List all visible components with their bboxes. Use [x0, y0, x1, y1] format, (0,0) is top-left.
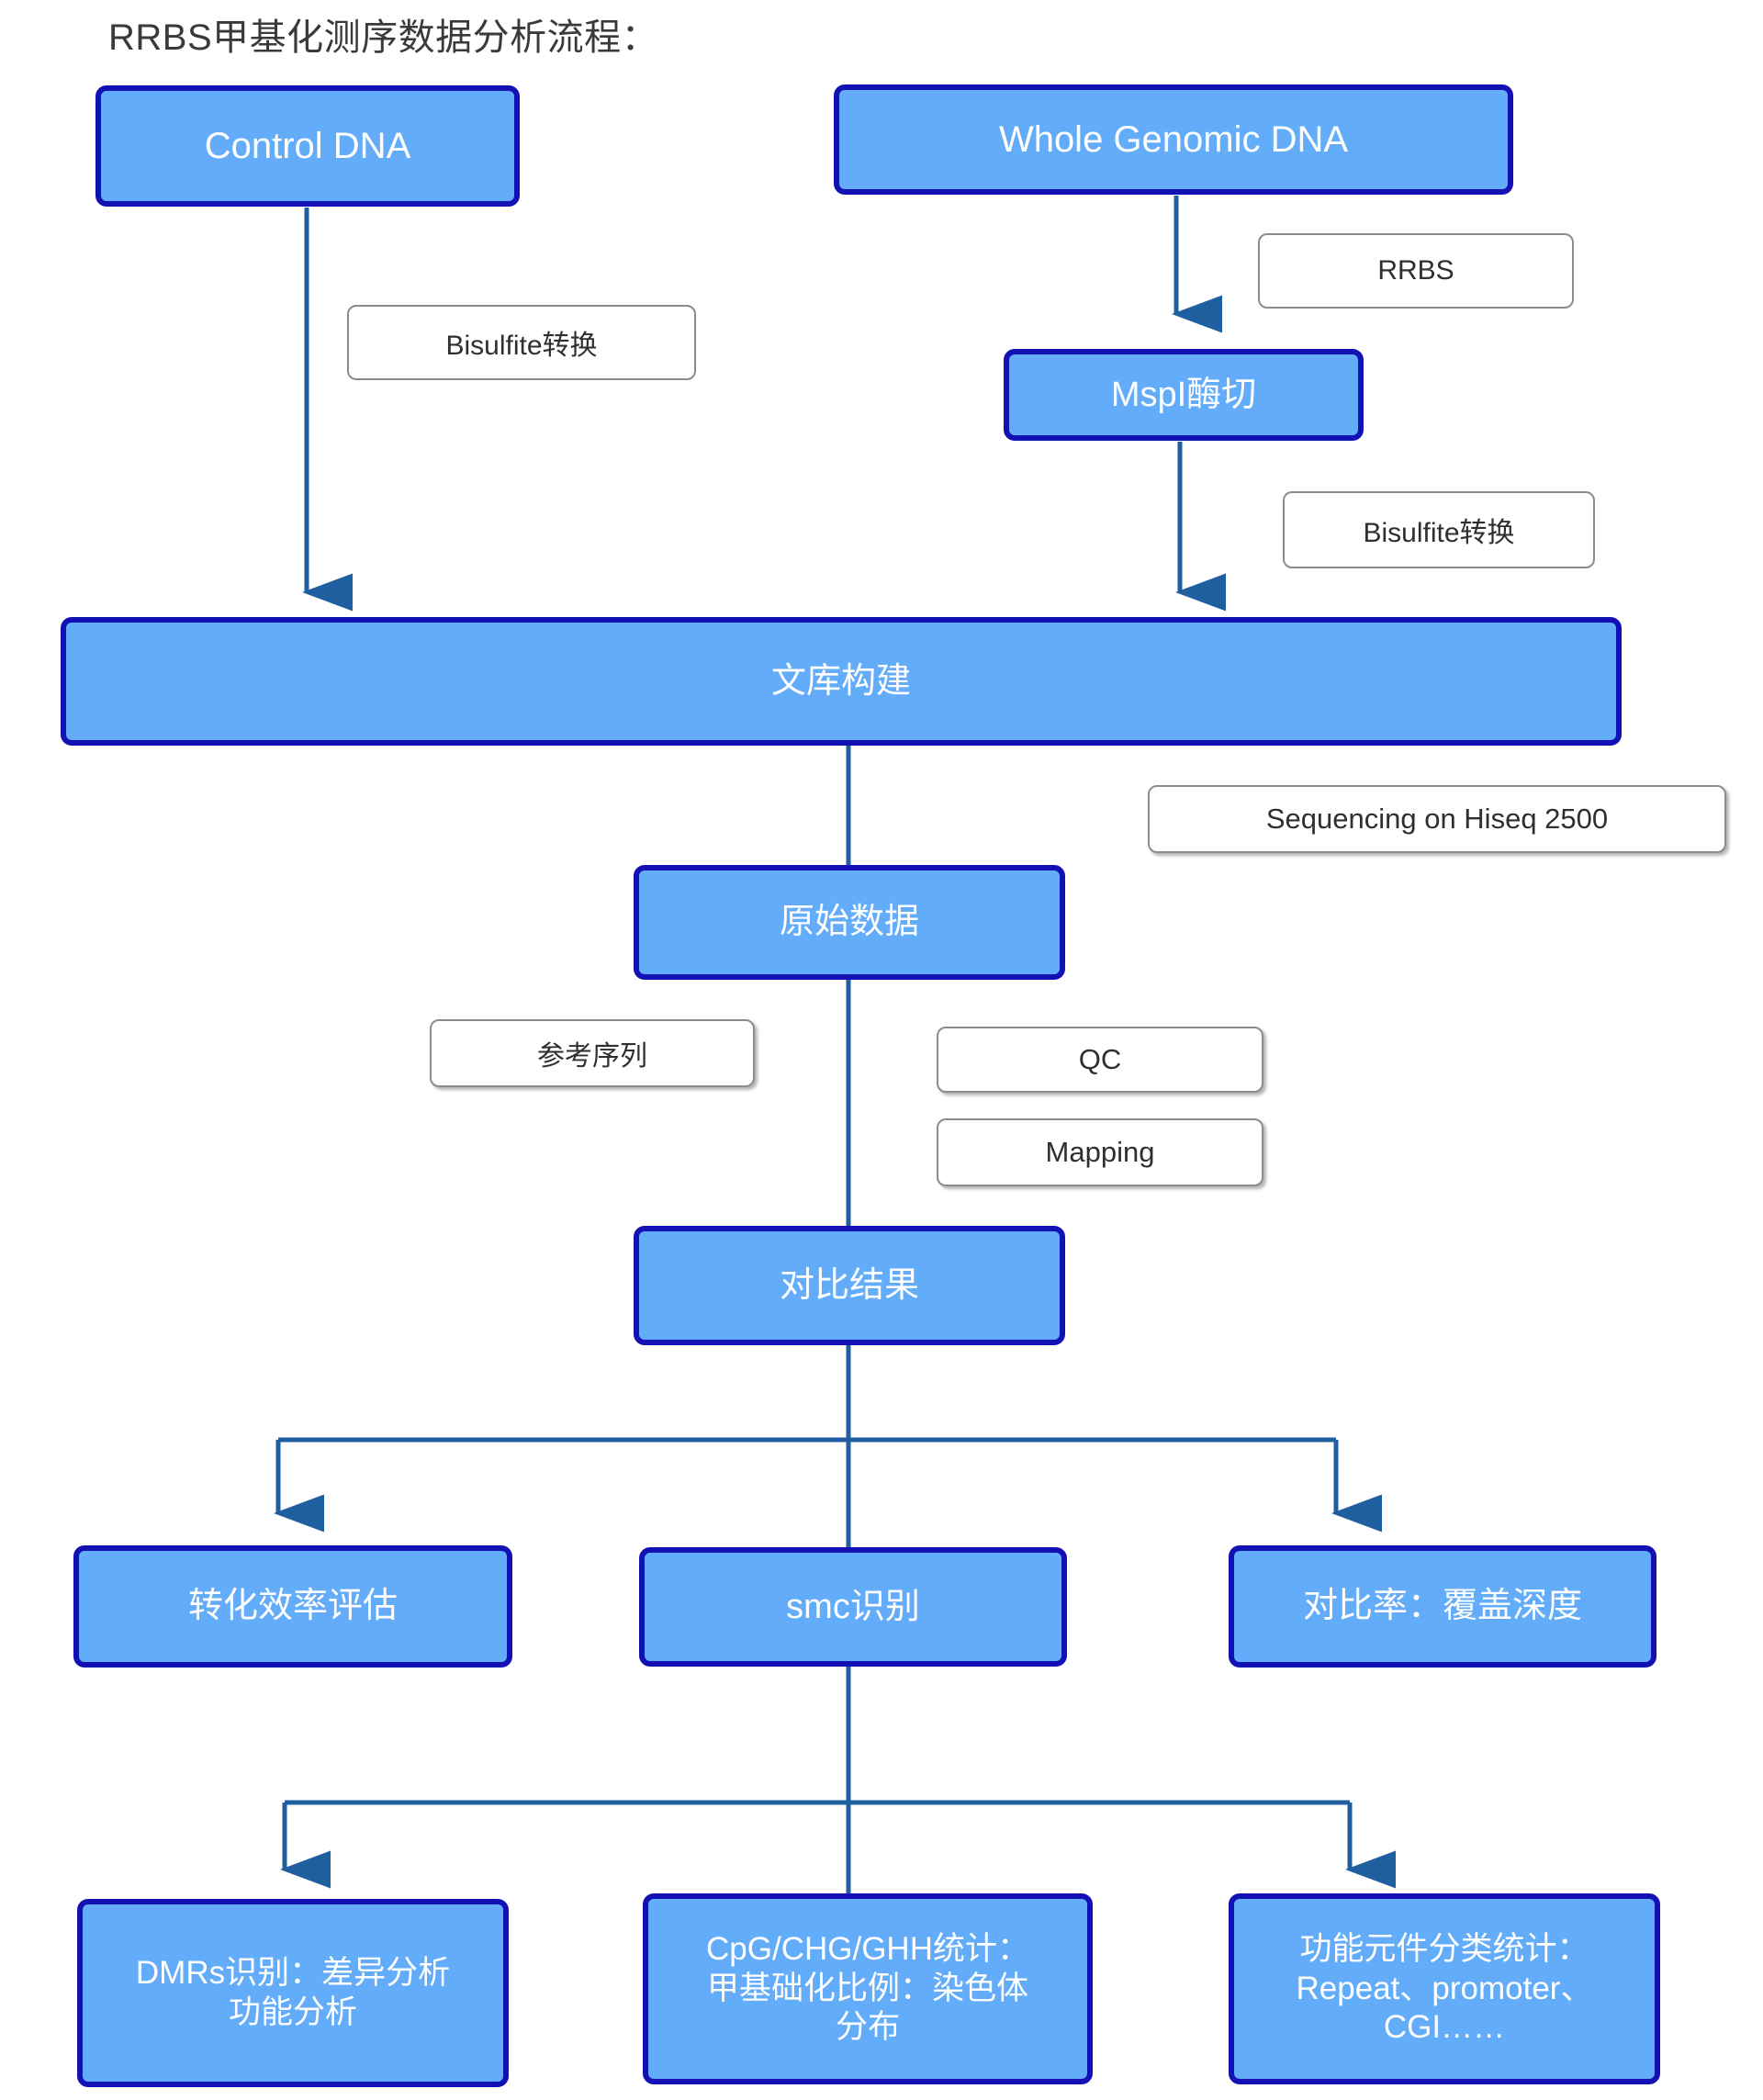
page-title: RRBS甲基化测序数据分析流程：	[108, 17, 659, 58]
note-qc-label: QC	[1078, 1043, 1122, 1075]
node-smc-identification-label: smc识别	[786, 1587, 920, 1626]
node-conversion-efficiency-label: 转化效率评估	[187, 1587, 398, 1626]
note-qc[interactable]: QC	[937, 1027, 1263, 1093]
node-control-dna[interactable]: Control DNA	[95, 85, 520, 207]
node-dmrs-line-2: 功能分析	[228, 1993, 357, 2030]
note-sequencing-platform-label: Sequencing on Hiseq 2500	[1265, 803, 1609, 835]
note-rrbs[interactable]: RRBS	[1258, 233, 1574, 309]
node-raw-data-label: 原始数据	[779, 903, 919, 942]
note-bisulfite-conversion-mspi-label: Bisulfite转换	[1363, 518, 1515, 548]
node-cpg-line-2: 甲基础化比例：染色体	[706, 1970, 1028, 2006]
note-mapping[interactable]: Mapping	[937, 1118, 1263, 1186]
node-whole-genomic-dna-label: Whole Genomic DNA	[998, 118, 1349, 160]
note-bisulfite-conversion-control[interactable]: Bisulfite转换	[347, 305, 696, 380]
note-rrbs-label: RRBS	[1377, 255, 1454, 286]
node-functional-text: 功能元件分类统计： Repeat、promoter、 CGI……	[1243, 1930, 1645, 2048]
node-functional-line-3: CGI……	[1383, 2009, 1506, 2046]
node-cpg-line-3: 分布	[835, 2009, 900, 2046]
node-dmrs-text: DMRs识别：差异分析 功能分析	[92, 1954, 494, 2032]
node-raw-data[interactable]: 原始数据	[634, 865, 1065, 980]
node-alignment-result-label: 对比结果	[779, 1265, 919, 1305]
node-coverage-depth[interactable]: 对比率：覆盖深度	[1229, 1545, 1656, 1668]
note-bisulfite-conversion-mspi[interactable]: Bisulfite转换	[1283, 491, 1595, 568]
node-functional-line-2: Repeat、promoter、	[1296, 1970, 1593, 2006]
node-conversion-efficiency[interactable]: 转化效率评估	[73, 1545, 512, 1668]
node-cpg-line-1: CpG/CHG/GHH统计：	[706, 1930, 1029, 1967]
note-bisulfite-conversion-control-label: Bisulfite转换	[445, 331, 598, 361]
node-coverage-depth-label: 对比率：覆盖深度	[1302, 1587, 1582, 1626]
node-functional-line-1: 功能元件分类统计：	[1299, 1930, 1589, 1967]
node-smc-identification[interactable]: smc识别	[639, 1547, 1067, 1667]
node-mspi-digest-label: MspI酶切	[1110, 375, 1257, 414]
note-reference-sequence-label: 参考序列	[537, 1041, 647, 1072]
note-sequencing-platform[interactable]: Sequencing on Hiseq 2500	[1148, 785, 1726, 853]
node-library-construction[interactable]: 文库构建	[61, 617, 1622, 746]
note-reference-sequence[interactable]: 参考序列	[430, 1019, 755, 1087]
node-dmrs-line-1: DMRs识别：差异分析	[135, 1954, 451, 1991]
note-mapping-label: Mapping	[1045, 1136, 1155, 1168]
node-library-construction-label: 文库构建	[770, 661, 911, 701]
node-cpg-statistics[interactable]: CpG/CHG/GHH统计： 甲基础化比例：染色体 分布	[643, 1893, 1093, 2084]
node-dmrs-identification[interactable]: DMRs识别：差异分析 功能分析	[77, 1899, 509, 2087]
node-cpg-text: CpG/CHG/GHH统计： 甲基础化比例：染色体 分布	[657, 1930, 1078, 2048]
node-whole-genomic-dna[interactable]: Whole Genomic DNA	[834, 84, 1513, 195]
node-alignment-result[interactable]: 对比结果	[634, 1226, 1065, 1345]
node-control-dna-label: Control DNA	[204, 125, 411, 166]
node-mspi-digest[interactable]: MspI酶切	[1004, 349, 1364, 441]
node-functional-elements[interactable]: 功能元件分类统计： Repeat、promoter、 CGI……	[1229, 1893, 1660, 2084]
